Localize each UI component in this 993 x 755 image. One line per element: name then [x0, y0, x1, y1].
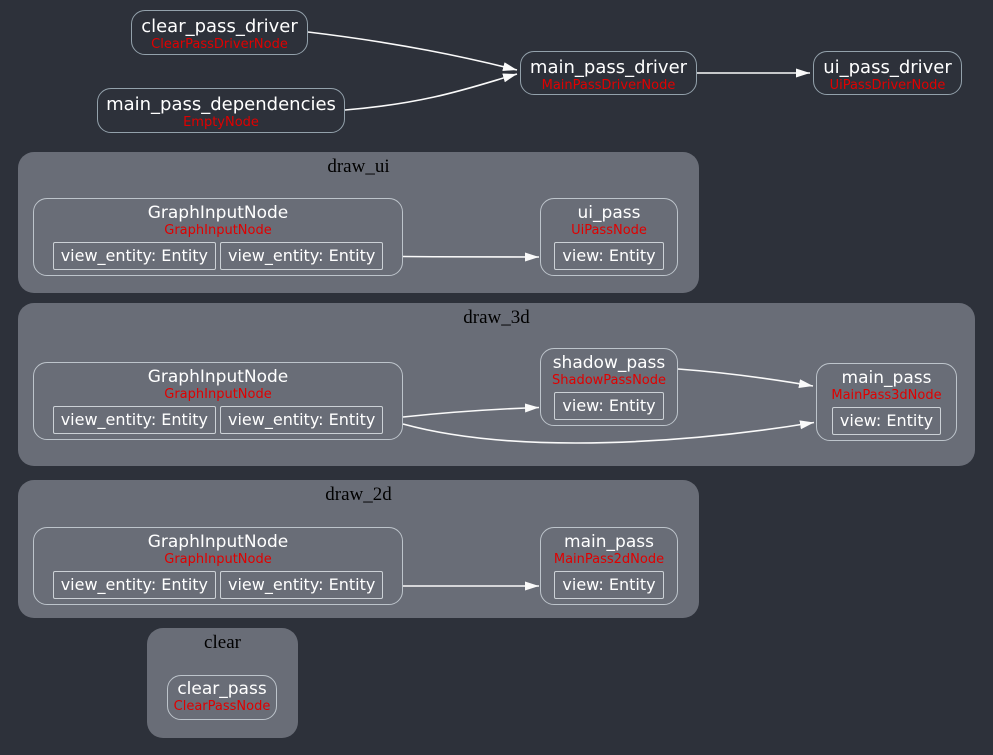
node-title: clear_pass [177, 679, 267, 699]
node-type-label: GraphInputNode [164, 387, 272, 402]
port-view: view: Entity [554, 571, 664, 599]
node-title: GraphInputNode [147, 532, 289, 552]
node-draw-2d-graph-input: GraphInputNode GraphInputNode view_entit… [33, 527, 403, 605]
port-view-entity: view_entity: Entity [52, 406, 216, 434]
node-main-pass-driver: main_pass_driver MainPassDriverNode [520, 51, 697, 95]
node-title: ui_pass [577, 203, 641, 223]
node-title: ui_pass_driver [823, 57, 952, 78]
node-draw-3d-shadow-pass: shadow_pass ShadowPassNode view: Entity [540, 348, 678, 426]
node-title: shadow_pass [552, 353, 666, 373]
port-row: view: Entity [546, 392, 672, 420]
port-row: view_entity: Entity view_entity: Entity [39, 242, 397, 270]
cluster-draw-2d-label: draw_2d [325, 484, 392, 505]
cluster-draw-ui-label: draw_ui [327, 156, 390, 177]
node-title: main_pass_driver [529, 57, 688, 78]
node-title: main_pass_dependencies [106, 94, 336, 115]
node-clear-pass: clear_pass ClearPassNode [167, 675, 277, 720]
port-view-entity: view_entity: Entity [220, 242, 384, 270]
node-draw-ui-ui-pass: ui_pass UiPassNode view: Entity [540, 198, 678, 276]
port-view-entity: view_entity: Entity [220, 571, 384, 599]
node-type-label: ClearPassNode [173, 699, 271, 714]
node-draw-3d-graph-input: GraphInputNode GraphInputNode view_entit… [33, 362, 403, 440]
port-view-entity: view_entity: Entity [220, 406, 384, 434]
edge-main-pass-dependencies-to-main-pass-driver [344, 73, 518, 111]
port-view: view: Entity [554, 392, 664, 420]
port-view: view: Entity [831, 407, 942, 435]
cluster-draw-3d-label: draw_3d [463, 307, 530, 328]
port-row: view_entity: Entity view_entity: Entity [39, 406, 397, 434]
node-type-label: MainPass2dNode [553, 552, 665, 567]
cluster-draw-2d: draw_2d [18, 480, 699, 618]
port-row: view: Entity [546, 242, 672, 270]
node-title: clear_pass_driver [141, 16, 298, 37]
node-draw-2d-main-pass: main_pass MainPass2dNode view: Entity [540, 527, 678, 605]
port-view: view: Entity [554, 242, 664, 270]
node-ui-pass-driver: ui_pass_driver UiPassDriverNode [813, 51, 962, 95]
node-main-pass-dependencies: main_pass_dependencies EmptyNode [97, 88, 345, 133]
node-type-label: MainPass3dNode [831, 388, 942, 403]
port-view-entity: view_entity: Entity [52, 242, 216, 270]
node-type-label: UiPassDriverNode [829, 78, 946, 93]
node-type-label: ShadowPassNode [552, 373, 666, 388]
node-type-label: GraphInputNode [164, 552, 272, 567]
port-view-entity: view_entity: Entity [52, 571, 216, 599]
cluster-clear-label: clear [204, 632, 241, 653]
node-title: GraphInputNode [147, 367, 289, 387]
node-type-label: MainPassDriverNode [541, 78, 676, 93]
node-title: GraphInputNode [147, 203, 289, 223]
node-type-label: ClearPassDriverNode [151, 37, 288, 52]
node-title: main_pass [564, 532, 654, 552]
port-row: view: Entity [822, 407, 951, 435]
node-type-label: UiPassNode [571, 223, 647, 238]
node-clear-pass-driver: clear_pass_driver ClearPassDriverNode [131, 10, 308, 55]
port-row: view_entity: Entity view_entity: Entity [39, 571, 397, 599]
node-type-label: GraphInputNode [164, 223, 272, 238]
node-draw-3d-main-pass: main_pass MainPass3dNode view: Entity [816, 363, 957, 441]
node-type-label: EmptyNode [183, 115, 259, 130]
node-title: main_pass [841, 368, 932, 388]
edge-clear-pass-driver-to-main-pass-driver [307, 31, 518, 71]
port-row: view: Entity [546, 571, 672, 599]
node-draw-ui-graph-input: GraphInputNode GraphInputNode view_entit… [33, 198, 403, 276]
